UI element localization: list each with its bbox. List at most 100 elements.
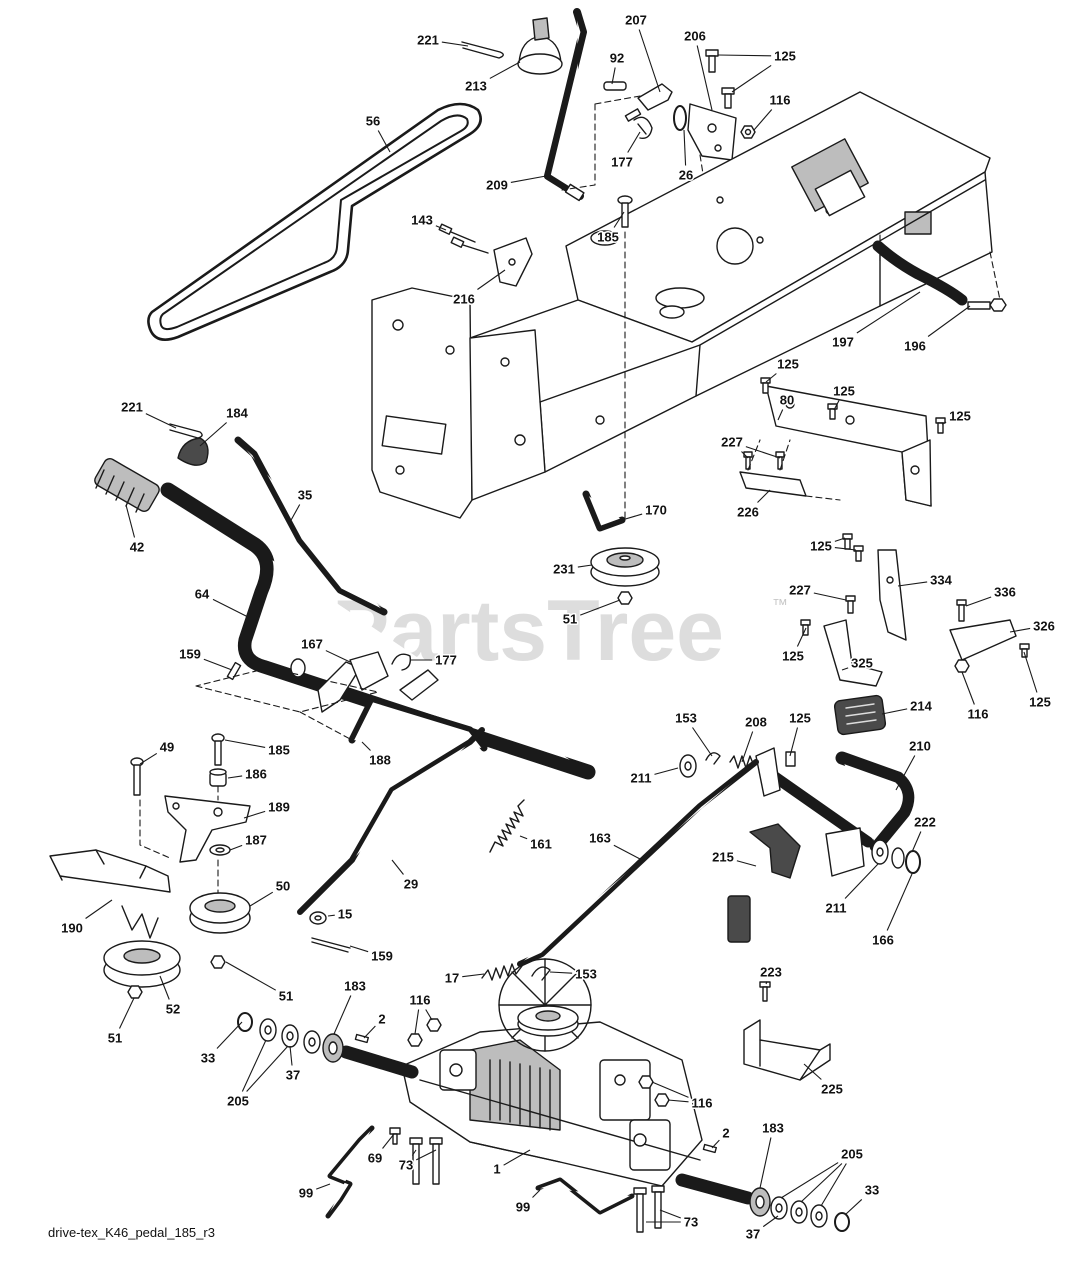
callout-73[interactable]: 73: [397, 1156, 414, 1174]
callout-33[interactable]: 33: [199, 1049, 216, 1067]
callout-35[interactable]: 35: [296, 486, 313, 504]
leader-line: [1023, 651, 1038, 693]
callout-189[interactable]: 189: [267, 798, 292, 816]
callout-183[interactable]: 183: [761, 1119, 786, 1137]
callout-216[interactable]: 216: [452, 290, 477, 308]
callout-325[interactable]: 325: [850, 654, 875, 672]
callout-227[interactable]: 227: [788, 581, 813, 599]
callout-125[interactable]: 125: [773, 47, 798, 65]
callout-2[interactable]: 2: [721, 1124, 731, 1142]
callout-99[interactable]: 99: [297, 1184, 314, 1202]
callout-159[interactable]: 159: [370, 947, 395, 965]
callout-188[interactable]: 188: [368, 751, 393, 769]
callout-221[interactable]: 221: [416, 31, 441, 49]
leader-line: [549, 971, 573, 974]
callout-2[interactable]: 2: [377, 1010, 387, 1028]
callout-125[interactable]: 125: [781, 647, 806, 665]
callout-214[interactable]: 214: [909, 697, 934, 715]
axle-shaft: [339, 1045, 755, 1205]
callout-17[interactable]: 17: [443, 969, 460, 987]
callout-222[interactable]: 222: [913, 813, 938, 831]
callout-15[interactable]: 15: [336, 905, 353, 923]
callout-1[interactable]: 1: [492, 1160, 502, 1178]
callout-52[interactable]: 52: [164, 1000, 181, 1018]
callout-37[interactable]: 37: [284, 1066, 301, 1084]
leader-line: [759, 1137, 772, 1189]
callout-210[interactable]: 210: [908, 737, 933, 755]
callout-184[interactable]: 184: [225, 404, 250, 422]
callout-125[interactable]: 125: [1028, 693, 1053, 711]
callout-336[interactable]: 336: [993, 583, 1018, 601]
callout-170[interactable]: 170: [644, 501, 669, 519]
callout-116[interactable]: 116: [768, 91, 792, 109]
callout-92[interactable]: 92: [608, 49, 625, 67]
callout-37[interactable]: 37: [744, 1225, 761, 1243]
leader-line: [216, 1021, 243, 1049]
callout-161[interactable]: 161: [529, 835, 554, 853]
callout-196[interactable]: 196: [903, 337, 928, 355]
callout-326[interactable]: 326: [1032, 617, 1057, 635]
callout-73[interactable]: 73: [682, 1213, 699, 1231]
callout-205[interactable]: 205: [840, 1145, 865, 1163]
callout-226[interactable]: 226: [736, 503, 761, 521]
callout-207[interactable]: 207: [624, 11, 649, 29]
callout-153[interactable]: 153: [574, 965, 599, 983]
callout-211[interactable]: 211: [629, 769, 653, 787]
callout-42[interactable]: 42: [128, 538, 145, 556]
callout-116[interactable]: 116: [408, 991, 432, 1009]
callout-221[interactable]: 221: [120, 398, 145, 416]
callout-29[interactable]: 29: [402, 875, 419, 893]
callout-69[interactable]: 69: [366, 1149, 383, 1167]
callout-56[interactable]: 56: [364, 112, 381, 130]
callout-80[interactable]: 80: [778, 391, 795, 409]
callout-64[interactable]: 64: [193, 585, 211, 603]
callout-125[interactable]: 125: [948, 407, 973, 425]
callout-153[interactable]: 153: [674, 709, 699, 727]
callout-26[interactable]: 26: [677, 166, 694, 184]
callout-51[interactable]: 51: [561, 610, 578, 628]
callout-143[interactable]: 143: [410, 211, 435, 229]
callout-227[interactable]: 227: [720, 433, 745, 451]
callout-185[interactable]: 185: [596, 228, 621, 246]
callout-166[interactable]: 166: [871, 931, 896, 949]
callout-206[interactable]: 206: [683, 27, 708, 45]
callout-125[interactable]: 125: [788, 709, 813, 727]
callout-177[interactable]: 177: [610, 153, 635, 171]
callout-186[interactable]: 186: [244, 765, 269, 783]
callout-209[interactable]: 209: [485, 176, 510, 194]
leader-line: [246, 1045, 289, 1092]
callout-334[interactable]: 334: [929, 571, 954, 589]
callout-163[interactable]: 163: [588, 829, 613, 847]
leader-line: [119, 997, 135, 1029]
callout-185[interactable]: 185: [267, 741, 292, 759]
leader-line: [229, 844, 243, 851]
callout-177[interactable]: 177: [434, 651, 459, 669]
callout-51[interactable]: 51: [106, 1029, 123, 1047]
callout-49[interactable]: 49: [158, 738, 175, 756]
callout-51[interactable]: 51: [277, 987, 294, 1005]
callout-205[interactable]: 205: [226, 1092, 251, 1110]
callout-125[interactable]: 125: [776, 355, 801, 373]
callout-159[interactable]: 159: [178, 645, 203, 663]
bolt: [967, 298, 1007, 312]
callout-183[interactable]: 183: [343, 977, 368, 995]
leader-line: [777, 409, 784, 421]
callout-125[interactable]: 125: [832, 382, 857, 400]
callout-211[interactable]: 211: [824, 899, 848, 917]
callout-50[interactable]: 50: [274, 877, 291, 895]
callout-116[interactable]: 116: [690, 1094, 714, 1112]
callout-215[interactable]: 215: [711, 848, 736, 866]
callout-33[interactable]: 33: [863, 1181, 880, 1199]
callout-99[interactable]: 99: [514, 1198, 531, 1216]
callout-208[interactable]: 208: [744, 713, 769, 731]
callout-225[interactable]: 225: [820, 1080, 845, 1098]
callout-231[interactable]: 231: [552, 560, 577, 578]
callout-213[interactable]: 213: [464, 77, 489, 95]
callout-197[interactable]: 197: [831, 333, 856, 351]
callout-190[interactable]: 190: [60, 919, 85, 937]
callout-187[interactable]: 187: [244, 831, 269, 849]
callout-167[interactable]: 167: [300, 635, 325, 653]
callout-223[interactable]: 223: [759, 963, 784, 981]
callout-125[interactable]: 125: [809, 537, 834, 555]
callout-116[interactable]: 116: [966, 705, 990, 723]
